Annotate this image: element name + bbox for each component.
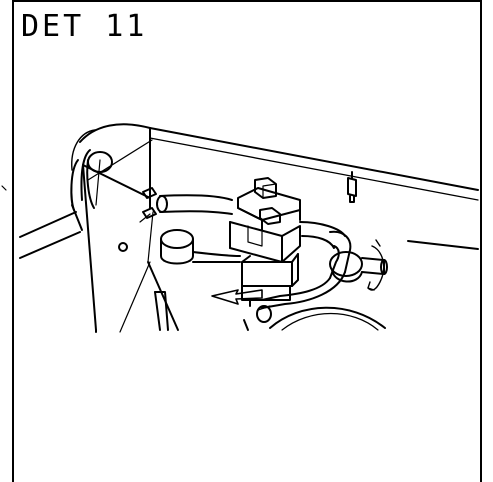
detail-label: DET 11: [21, 9, 148, 44]
left-rails: [19, 204, 83, 259]
roller: [70, 149, 113, 211]
arrow-left-icon: [211, 289, 263, 305]
rotate-arrow-icon: [367, 239, 385, 291]
plate-bolts: [139, 187, 157, 223]
upper-tube: [156, 194, 346, 249]
pipe-cup: [160, 229, 241, 265]
cabinet-top-panel: [71, 123, 479, 201]
edge-mark: [1, 185, 7, 191]
upright-plate: [82, 139, 179, 333]
bottom-hose: [243, 306, 386, 331]
frame-border: [12, 0, 482, 482]
right-cut-line: [407, 240, 479, 250]
small-post: [347, 171, 357, 203]
valve-block: [229, 177, 301, 307]
